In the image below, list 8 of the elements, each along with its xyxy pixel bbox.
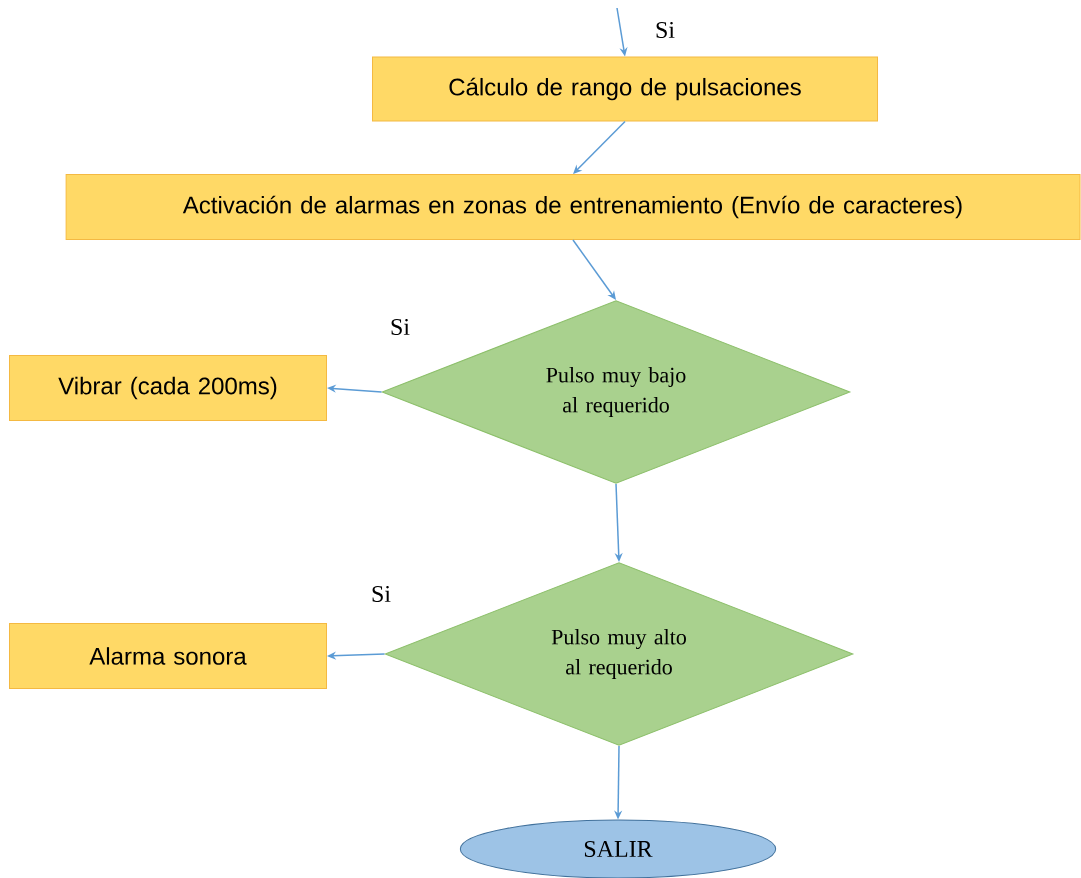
arrow <box>573 120 626 174</box>
process-box: Activación de alarmas en zonas de entrenamiento (Envío de caracteres) <box>65 174 1081 240</box>
edge-label: Si <box>389 317 411 337</box>
arrow <box>572 239 616 300</box>
process-box: Vibrar (cada 200ms) <box>9 355 327 421</box>
edge-label: Si <box>654 20 676 40</box>
process-box: Cálculo de rango de pulsaciones <box>372 56 878 122</box>
process-box: Alarma sonora <box>9 623 327 689</box>
